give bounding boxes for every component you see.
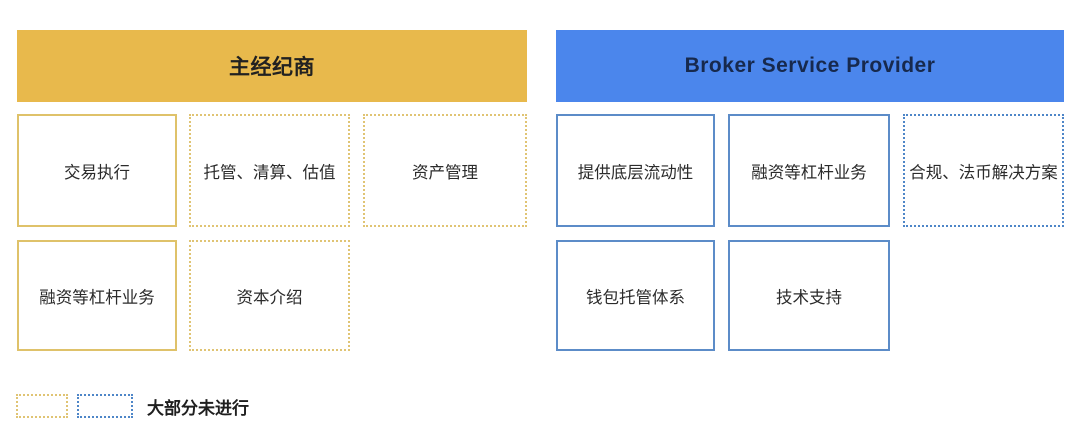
legend-label: 大部分未进行 (147, 398, 249, 418)
box-compliance-fiat-solutions: 合规、法币解决方案 (903, 114, 1064, 227)
box-tech-support: 技术支持 (728, 240, 890, 351)
box-capital-introduction: 资本介绍 (189, 240, 350, 351)
box-trade-execution: 交易执行 (17, 114, 177, 227)
prime-broker-header: 主经纪商 (17, 30, 527, 102)
legend-swatch-blue-dotted (77, 394, 133, 418)
legend: 大部分未进行 (16, 394, 249, 418)
box-financing-leverage-right: 融资等杠杆业务 (728, 114, 890, 227)
box-financing-leverage-left: 融资等杠杆业务 (17, 240, 177, 351)
broker-service-provider-header: Broker Service Provider (556, 30, 1064, 102)
box-wallet-custody: 钱包托管体系 (556, 240, 715, 351)
box-underlying-liquidity: 提供底层流动性 (556, 114, 715, 227)
box-custody-clearing-valuation: 托管、清算、估值 (189, 114, 350, 227)
legend-swatch-gold-dotted (16, 394, 68, 418)
box-asset-management: 资产管理 (363, 114, 527, 227)
